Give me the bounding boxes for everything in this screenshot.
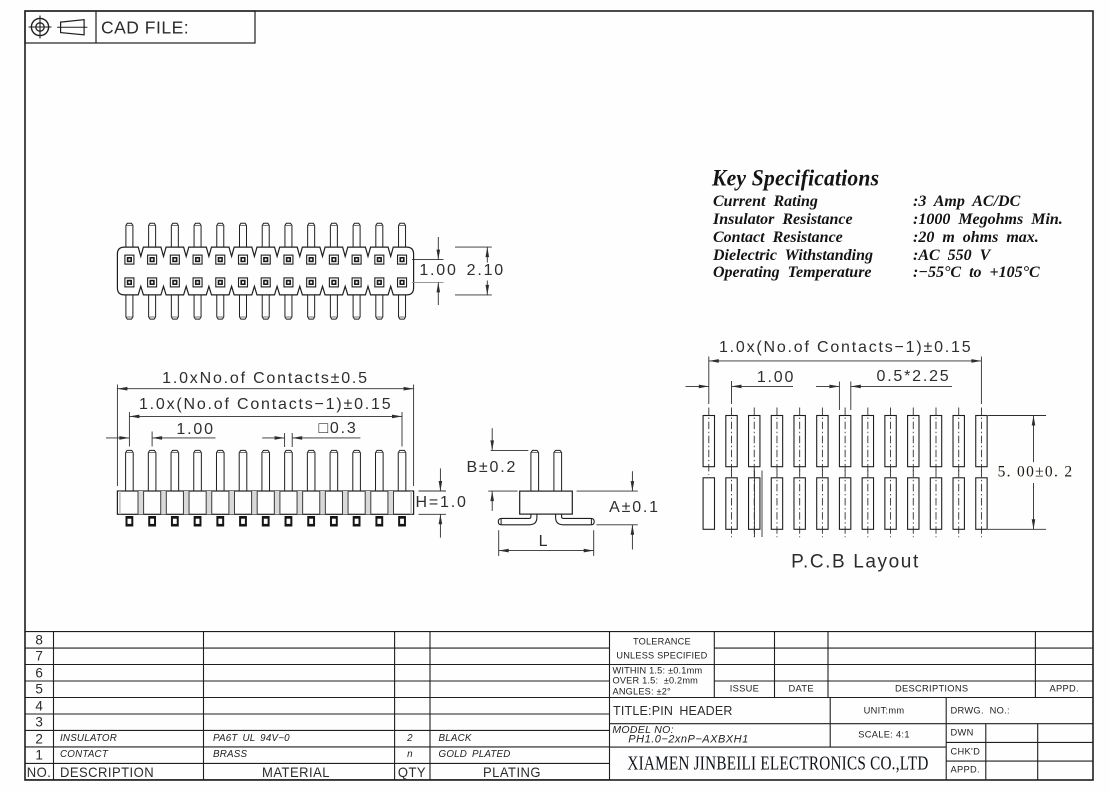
bom-header-no: NO.: [26, 763, 52, 780]
spec-label-4: Operating Temperature: [713, 264, 872, 282]
tolerance-line2: UNLESS SPECIFIED: [616, 649, 708, 660]
bom-row-number-7: 7: [35, 648, 43, 664]
dwn-label: DWN: [950, 727, 974, 738]
bom-row-number-8: 8: [35, 632, 43, 648]
issue-header: ISSUE: [729, 683, 760, 694]
spec-value-3: :AC 550 V: [913, 246, 991, 264]
drawing-title: TITLE:PIN HEADER: [613, 703, 733, 718]
top-view-dimensions: [412, 237, 492, 305]
bom-header-qty: QTY: [398, 763, 427, 780]
top-dim-overall: 2.10: [466, 262, 505, 280]
projection-cone-icon: [57, 19, 88, 36]
pcb-dim-pitch: 1.00: [756, 368, 796, 386]
bom-item-1-plating: GOLD PLATED: [438, 749, 511, 761]
tol-within: WITHIN 1.5: ±0.1mm: [612, 665, 703, 676]
model-no-label: MODEL NO:: [612, 723, 674, 736]
side-view-dimensions: [488, 428, 638, 556]
pcb-dim-span: 1.0x(No.of Contacts−1)±0.15: [718, 338, 973, 356]
spec-value-4: :−55°C to +105°C: [913, 264, 1040, 282]
bom-row-number-2: 2: [35, 730, 43, 746]
front-dim-span: 1.0x(No.of Contacts−1)±0.15: [138, 395, 393, 413]
bom-item-0-description: INSULATOR: [60, 732, 117, 744]
descriptions-header: DESCRIPTIONS: [895, 683, 969, 694]
pcb-layout-label: P.C.B Layout: [791, 551, 920, 573]
side-view: [497, 449, 595, 526]
front-dim-body-height: H=1.0: [415, 494, 468, 511]
bom-item-0-qty: 2: [407, 732, 413, 744]
pcb-layout-view: [702, 406, 988, 538]
pcb-dim-pad: 0.5*2.25: [876, 367, 951, 385]
bom-row-number-5: 5: [35, 681, 43, 697]
pcb-dim-row-span: 5. 00±0. 2: [997, 463, 1074, 481]
front-view: [116, 449, 415, 527]
bom-item-1-description: CONTACT: [60, 749, 109, 761]
spec-value-0: :3 Amp AC/DC: [913, 192, 1021, 210]
bom-header-plating: PLATING: [482, 763, 542, 780]
spec-label-1: Insulator Resistance: [713, 210, 853, 228]
spec-label-2: Contact Resistance: [713, 228, 843, 246]
top-dim-row-pitch: 1.00: [419, 262, 458, 280]
bom-header-description: DESCRIPTION: [60, 763, 155, 780]
date-header: DATE: [788, 683, 814, 694]
model-no-value: PH1.0−2xnP−AXBXH1: [628, 733, 749, 746]
title-box: [24, 10, 256, 44]
spec-value-1: :1000 Megohms Min.: [913, 210, 1063, 228]
front-view-dimensions: [106, 384, 446, 538]
cad-file-label: CAD FILE:: [101, 16, 190, 37]
title-block-grid: [609, 631, 1093, 780]
appd-header: APPD.: [1049, 683, 1079, 694]
spec-label-0: Current Rating: [713, 192, 818, 210]
drwg-no-label: DRWG. NO.:: [950, 705, 1010, 716]
bom-item-0-material: PA6T UL 94V−0: [213, 732, 290, 744]
unit-label: UNIT:mm: [863, 705, 905, 716]
specs-title: Key Specifications: [712, 165, 880, 192]
company-name: XIAMEN JINBEILI ELECTRONICS CO.,LTD: [627, 752, 929, 774]
bom-item-1-material: BRASS: [213, 749, 248, 761]
tol-angles: ANGLES: ±2°: [612, 685, 671, 696]
bom-header-material: MATERIAL: [262, 763, 330, 780]
appd2-label: APPD.: [950, 764, 980, 775]
front-dim-pin: □0.3: [318, 419, 358, 437]
bom-row-number-1: 1: [35, 747, 43, 763]
front-dim-overall: 1.0xNo.of Contacts±0.5: [162, 370, 369, 388]
bom-item-0-plating: BLACK: [438, 732, 472, 744]
tolerance-line1: TOLERANCE: [632, 636, 691, 647]
bom-row-number-3: 3: [35, 714, 43, 730]
chkd-label: CHK'D: [950, 746, 981, 757]
pcb-layout-dimensions: [685, 356, 1046, 530]
tol-over: OVER 1.5: ±0.2mm: [612, 675, 699, 686]
top-view: [116, 222, 415, 320]
bom-row-number-6: 6: [35, 665, 43, 681]
bom-table-grid: [25, 631, 1093, 781]
registration-target-icon: [28, 15, 52, 39]
side-dim-foot-span: L: [538, 532, 550, 550]
spec-label-3: Dielectric Withstanding: [713, 246, 874, 264]
bom-item-1-qty: n: [407, 749, 413, 761]
front-dim-pitch: 1.00: [176, 420, 215, 438]
side-dim-pin-height: B±0.2: [466, 458, 518, 476]
scale-label: SCALE: 4:1: [858, 729, 910, 740]
bom-row-number-4: 4: [35, 697, 43, 713]
side-dim-standoff: A±0.1: [609, 499, 660, 516]
spec-value-2: :20 m ohms max.: [913, 228, 1039, 246]
